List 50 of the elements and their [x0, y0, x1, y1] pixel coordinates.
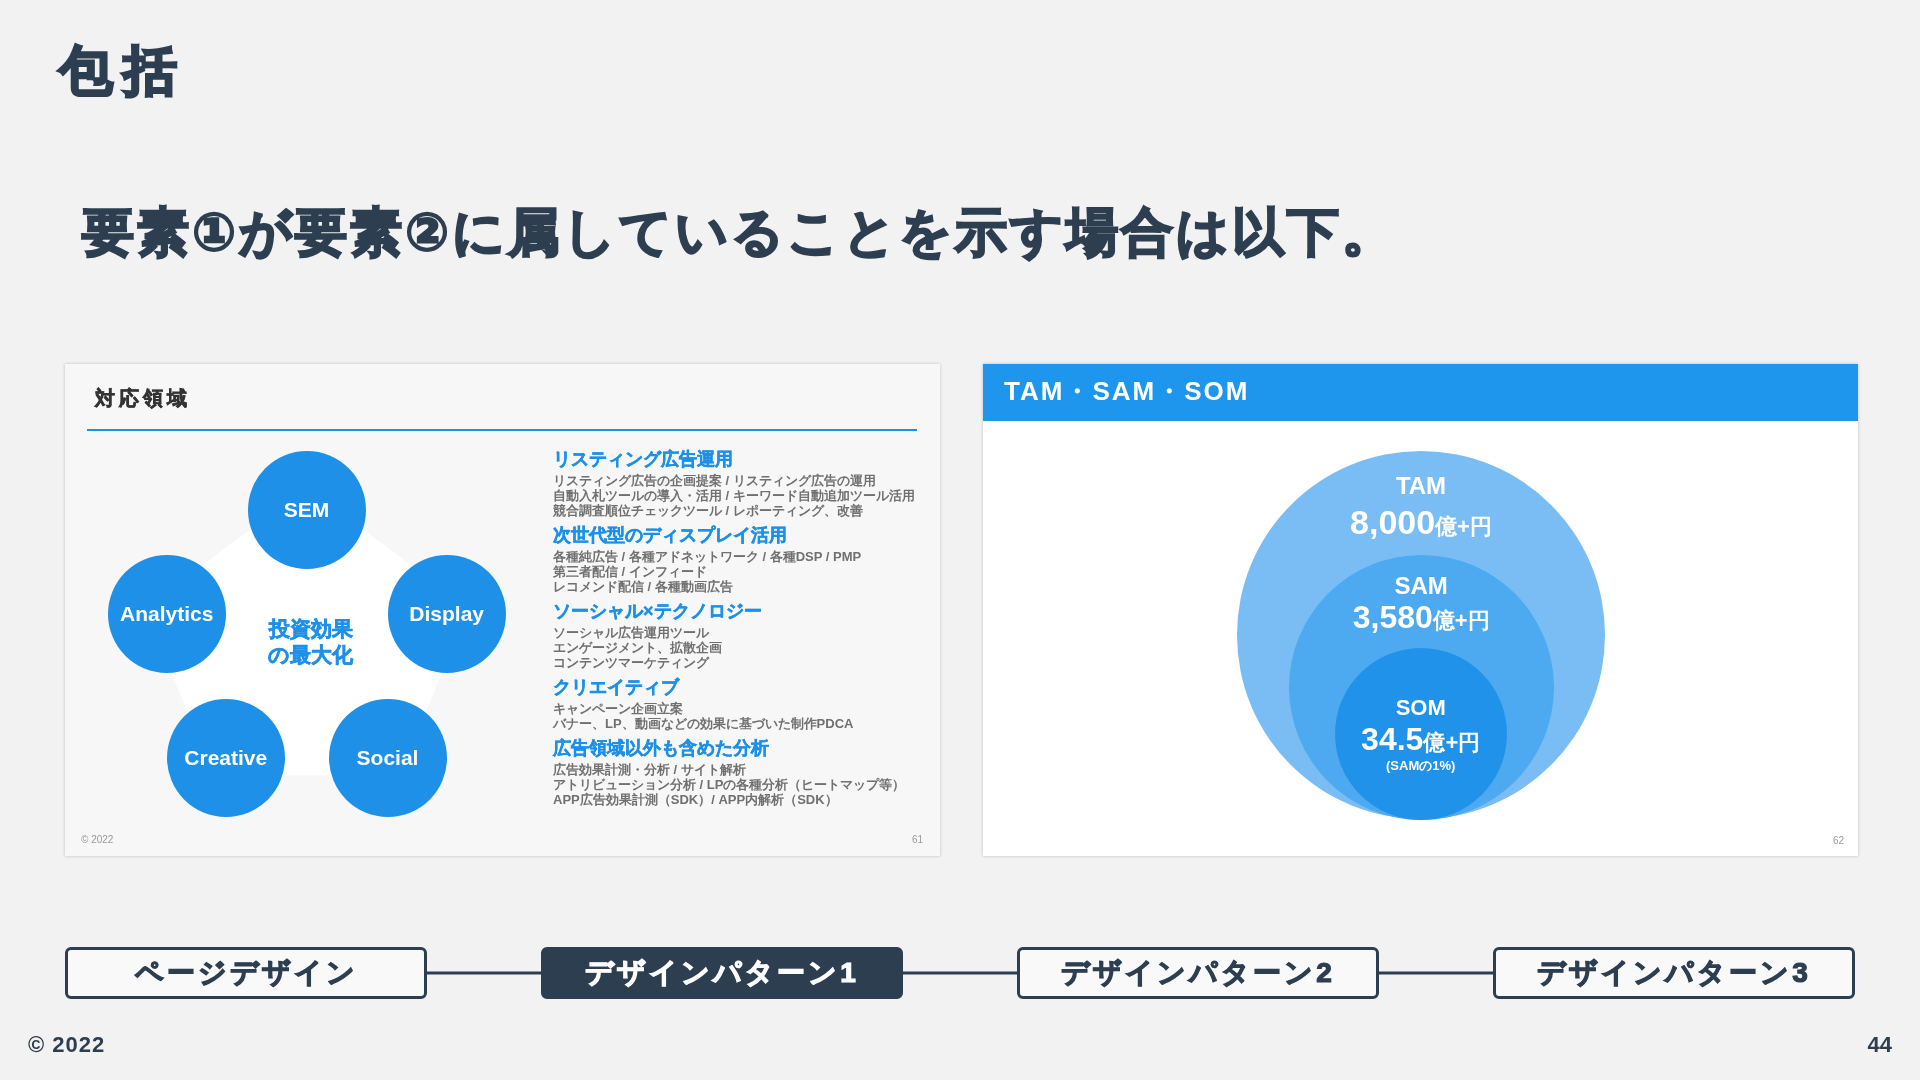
- section-text: キャンペーン企画立案: [553, 701, 683, 717]
- section-text: エンゲージメント、拡散企画: [553, 640, 722, 656]
- section-text: 第三者配信 / インフィード: [553, 564, 707, 579]
- page-number: 61: [911, 834, 923, 846]
- nav-tab: デザインパターン1: [541, 947, 903, 999]
- section-heading: クリエイティブ: [553, 677, 679, 699]
- section-text: 競合調査順位チェックツール / レポーティング、改善: [553, 503, 863, 519]
- market-label: SAM: [1394, 572, 1448, 599]
- section-heading: 次世代型のディスプレイ活用: [553, 525, 787, 547]
- connector-line: [427, 971, 541, 975]
- slide-card: [983, 364, 1858, 856]
- market-value: 3,580億+円: [1352, 600, 1490, 636]
- category-circle: Social: [328, 698, 447, 817]
- market-label: TAM: [1395, 472, 1447, 500]
- section-text: リスティング広告の企画提案 / リスティング広告の運用: [553, 473, 876, 489]
- category-circle: Analytics: [107, 555, 226, 673]
- category-circle: Creative: [166, 698, 285, 817]
- share-note: (SAMの1%): [1386, 758, 1456, 773]
- page-number: 62: [1832, 835, 1844, 847]
- center-text: 投資効果の最大化: [267, 615, 355, 668]
- market-value: 34.5億+円: [1361, 722, 1481, 758]
- slide-heading: 対応領域: [95, 386, 191, 410]
- section-text: 自動入札ツールの導入・活用 / キーワード自動追加ツール活用: [553, 488, 915, 503]
- section-text: ソーシャル広告運用ツール: [553, 625, 709, 641]
- nav-tab: ページデザイン: [65, 947, 427, 999]
- market-label: SOM: [1395, 696, 1446, 721]
- slide-card: [65, 364, 940, 856]
- section-text: レコメンド配信 / 各種動画広告: [553, 579, 733, 595]
- connector-line: [1379, 971, 1493, 975]
- category-circle: SEM: [247, 451, 366, 569]
- section-text: APP広告効果計測（SDK）/ APP内解析（SDK）: [553, 792, 838, 808]
- category-circle: Display: [387, 555, 506, 673]
- copyright-text: © 2022: [81, 834, 114, 846]
- market-value: 8,000億+円: [1350, 504, 1492, 542]
- section-heading: 広告領域以外も含めた分析: [553, 738, 769, 760]
- section-text: 広告効果計測・分析 / サイト解析: [553, 762, 746, 778]
- nav-tab: デザインパターン2: [1017, 947, 1379, 999]
- connector-line: [903, 971, 1017, 975]
- copyright-text: © 2022: [28, 1031, 106, 1059]
- page-number: 44: [1867, 1031, 1892, 1059]
- section-text: コンテンツマーケティング: [553, 655, 709, 671]
- section-text: アトリビューション分析 / LPの各種分析（ヒートマップ等）: [553, 777, 906, 792]
- section-heading: リスティング広告運用: [553, 449, 733, 471]
- section-text: バナー、LP、動画などの効果に基づいた制作PDCA: [553, 716, 854, 732]
- lead-text: 要素①が要素②に属していることを示す場合は以下。: [82, 201, 1398, 263]
- page-title: 包括: [59, 38, 187, 102]
- section-heading: ソーシャル×テクノロジー: [553, 601, 762, 623]
- section-text: 各種純広告 / 各種アドネットワーク / 各種DSP / PMP: [553, 549, 862, 565]
- slide-heading: TAM・SAM・SOM: [1004, 376, 1250, 408]
- nav-tab: デザインパターン3: [1493, 947, 1855, 999]
